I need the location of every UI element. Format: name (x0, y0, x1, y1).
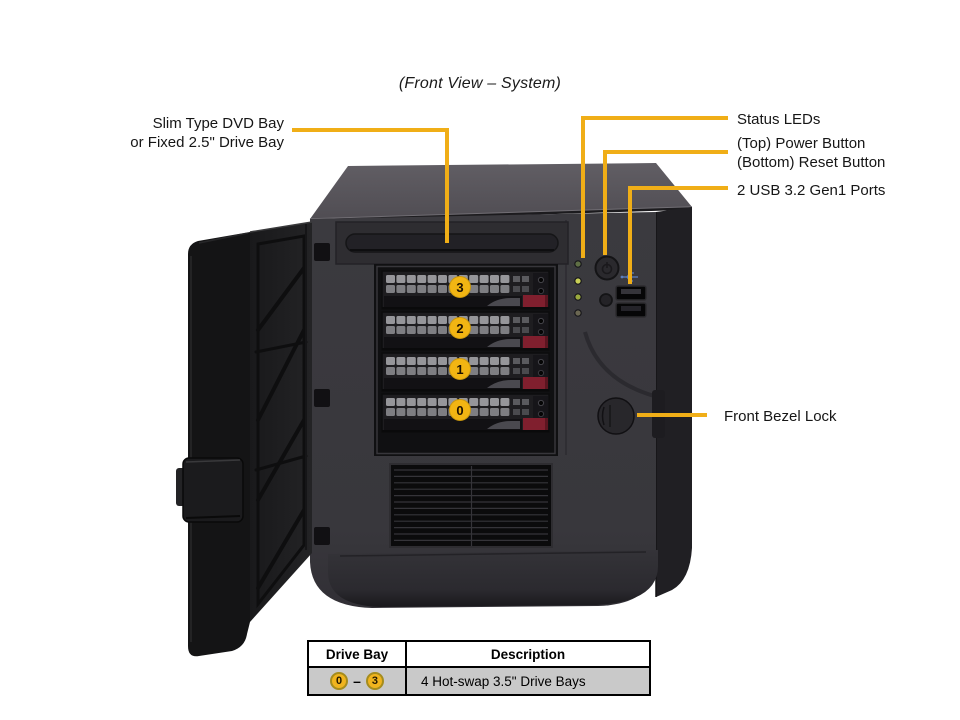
dvd-slot (345, 233, 559, 253)
table-cell-bay-range: 0–3 (307, 666, 407, 696)
leader-line-dvd (292, 128, 449, 243)
table-header-drive-bay: Drive Bay (307, 640, 407, 668)
bay-number-badge-0: 0 (449, 399, 471, 421)
chassis-base (328, 550, 658, 607)
leader-line-status-leds (581, 116, 728, 258)
callout-usb-ports: 2 USB 3.2 Gen1 Ports (737, 182, 886, 199)
table-badge-0: 0 (330, 672, 349, 690)
table-data-row: 0–3 4 Hot-swap 3.5" Drive Bays (307, 666, 651, 696)
control-panel (574, 255, 647, 318)
callout-power-line1: (Top) Power Button (737, 135, 866, 152)
range-dash: – (353, 673, 361, 689)
leader-line-power-reset (603, 150, 728, 255)
bay-number-badge-2: 2 (449, 317, 471, 339)
dvd-bay (335, 221, 569, 265)
table-badge-3: 3 (365, 672, 384, 690)
callout-power-line2: (Bottom) Reset Button (737, 154, 886, 171)
status-leds-icon (574, 260, 582, 317)
vent-grille (389, 463, 553, 548)
table-cell-description: 4 Hot-swap 3.5" Drive Bays (405, 666, 651, 696)
table-header-row: Drive Bay Description (307, 640, 651, 668)
callout-dvd-bay: Slim Type DVD Bay or Fixed 2.5" Drive Ba… (80, 114, 284, 152)
door-handle (182, 457, 244, 523)
callout-status-leds: Status LEDs (737, 111, 821, 128)
drive-bay-table: Drive Bay Description 0–3 4 Hot-swap 3.5… (307, 640, 651, 696)
table-header-description: Description (405, 640, 651, 668)
callout-power-reset: (Top) Power Button (Bottom) Reset Button (737, 134, 885, 172)
front-door (176, 221, 313, 657)
callout-bezel-lock: Front Bezel Lock (724, 408, 837, 425)
door-hinges (314, 243, 330, 545)
usb-ports (615, 285, 647, 318)
callout-dvd-line1: Slim Type DVD Bay (152, 115, 284, 132)
bay-number-badge-1: 1 (449, 358, 471, 380)
reset-button-icon (599, 293, 613, 307)
bay-number-badge-3: 3 (449, 276, 471, 298)
chassis-top-face (309, 163, 693, 222)
callout-dvd-line2: or Fixed 2.5" Drive Bay (130, 134, 284, 151)
figure-title: (Front View – System) (398, 75, 562, 92)
power-button-icon (594, 255, 620, 281)
leader-line-usb (628, 186, 728, 284)
door-mesh-front (188, 232, 250, 657)
